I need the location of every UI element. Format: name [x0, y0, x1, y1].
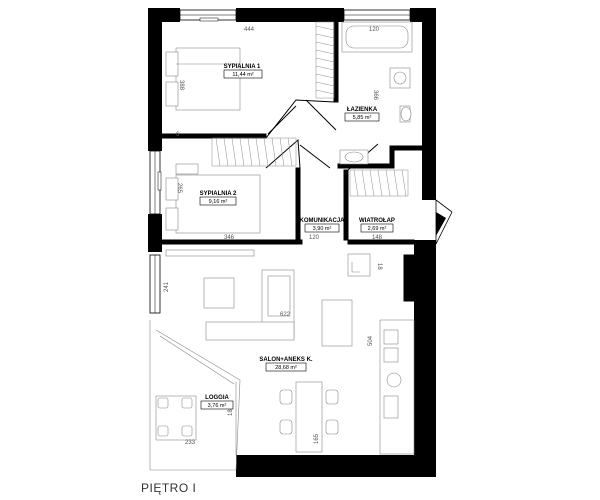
room-label-sypialnia-2: SYPIALNIA 2 9,16 m²: [200, 191, 237, 206]
floor-label: PIĘTRO I: [141, 481, 197, 495]
room-area: 28,68 m²: [275, 365, 297, 371]
room-name: WIATROŁAP: [359, 218, 395, 224]
dim-622: 622: [280, 312, 291, 318]
wardrobe-sypialnia-1: [315, 21, 335, 99]
dining-table: [279, 381, 339, 453]
dim-233: 233: [185, 440, 196, 446]
dim-180: 180: [228, 405, 234, 416]
entrance-door-icon: [435, 199, 453, 245]
coffee-table: [203, 277, 235, 309]
room-name: KOMUNIKACJA: [300, 218, 346, 224]
bed-sypialnia-1: [165, 47, 241, 111]
room-label-wiatrolap: WIATROŁAP 2,69 m²: [359, 218, 395, 233]
dim-504: 504: [368, 335, 374, 346]
window-top-left: [179, 9, 237, 22]
room-name: ŁAZIENKA: [347, 107, 378, 113]
room-name: LOGGIA: [205, 395, 229, 401]
dim-366: 366: [372, 90, 378, 101]
dim-120-top: 120: [369, 27, 380, 33]
sink: [339, 149, 369, 165]
room-label-lazienka: ŁAZIENKA 5,85 m²: [344, 107, 380, 122]
room-area: 9,16 m²: [209, 199, 228, 205]
dim-6: 6: [176, 132, 180, 138]
room-name: SYPIALNIA 2: [200, 191, 237, 197]
outer-walls: [148, 8, 436, 477]
room-area: 3,90 m²: [313, 226, 332, 232]
room-area: 11,44 m²: [232, 72, 253, 78]
room-name: SALON+ANEKS K.: [259, 357, 313, 363]
room-label-sypialnia-1: SYPIALNIA 1 11,44 m²: [224, 64, 263, 79]
dim-241: 241: [164, 281, 170, 292]
room-area: 2,69 m²: [368, 226, 387, 232]
room-name: SYPIALNIA 1: [224, 64, 261, 70]
tv-console: [165, 249, 255, 257]
window-left: [149, 150, 162, 215]
room-area: 5,85 m²: [353, 115, 372, 121]
dim-265: 265: [176, 183, 182, 194]
fridge: [347, 253, 371, 277]
dim-346: 346: [224, 235, 235, 241]
kitchen-island: [321, 299, 353, 347]
room-label-komunikacja: KOMUNIKACJA 3,90 m²: [300, 218, 346, 233]
bathtub: [341, 21, 413, 53]
wardrobe-wiatrolap: [349, 169, 409, 197]
interior-walls: [161, 21, 423, 302]
dim-388: 388: [178, 80, 184, 91]
kitchen-counter: [379, 319, 415, 455]
dim-148: 148: [372, 235, 383, 241]
sofa: [205, 269, 295, 341]
loggia-table: [155, 395, 197, 441]
dim-165: 165: [314, 433, 320, 444]
wardrobe-sypialnia-2: [211, 137, 297, 167]
dimensions: 444 120 388 366 265 346 120 148 241 622 …: [164, 27, 383, 446]
washing-machine: [389, 67, 411, 89]
loggia-outline: [149, 320, 241, 471]
dim-444: 444: [244, 27, 255, 33]
dim-120-mid: 120: [309, 235, 320, 241]
toilet: [399, 105, 412, 123]
room-label-loggia: LOGGIA 3,76 m²: [200, 395, 234, 410]
window-top-right: [343, 9, 411, 21]
room-area: 3,76 m²: [208, 403, 227, 409]
room-label-salon: SALON+ANEKS K. 28,68 m²: [259, 357, 313, 372]
window-left-salon: [149, 254, 161, 314]
dim-18: 18: [376, 263, 382, 270]
doors: [265, 99, 379, 171]
